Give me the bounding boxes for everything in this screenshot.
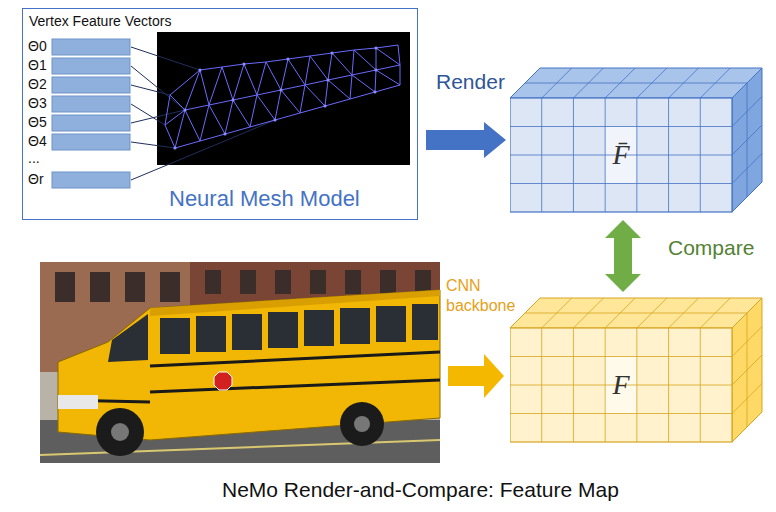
grid-lines xyxy=(510,298,762,442)
cnn-arrow xyxy=(448,354,504,398)
vector-label: Θ5 xyxy=(28,114,47,130)
caption: NeMo Render-and-Compare: Feature Map xyxy=(222,478,619,502)
bus-photo xyxy=(40,262,440,463)
vector-label: Θ0 xyxy=(28,38,47,54)
model-panel: Vertex Feature VectorsNeural Mesh Model xyxy=(22,8,418,220)
mesh-background xyxy=(157,32,410,165)
vector-label: Θr xyxy=(28,171,44,187)
panel-title: Neural Mesh Model xyxy=(169,186,360,211)
vector-label: Θ1 xyxy=(28,57,47,73)
edge-label: Render xyxy=(436,70,505,94)
connector-arrow xyxy=(605,220,641,292)
backbone-label: CNN backbone xyxy=(446,276,520,316)
grid-lines xyxy=(510,68,762,212)
mesh-vertices xyxy=(173,46,377,149)
feature-bars xyxy=(52,39,130,188)
vector-label: Θ3 xyxy=(28,95,47,111)
vector-label: Θ2 xyxy=(28,76,47,92)
feature-symbol: F xyxy=(612,369,629,401)
ellipsis-label: ... xyxy=(28,150,40,166)
cube-outline xyxy=(510,66,766,214)
cube-outline xyxy=(510,296,766,444)
edge-label: Compare xyxy=(668,236,754,260)
vector-label: Θ4 xyxy=(28,133,47,149)
image-feature-map: F xyxy=(510,296,766,444)
panel-heading: Vertex Feature Vectors xyxy=(29,13,171,29)
mesh-wireframe xyxy=(165,45,400,148)
rendered-feature-map: F̄ xyxy=(510,66,766,214)
connector-arrow xyxy=(426,122,506,158)
feature-symbol: F̄ xyxy=(612,139,629,171)
